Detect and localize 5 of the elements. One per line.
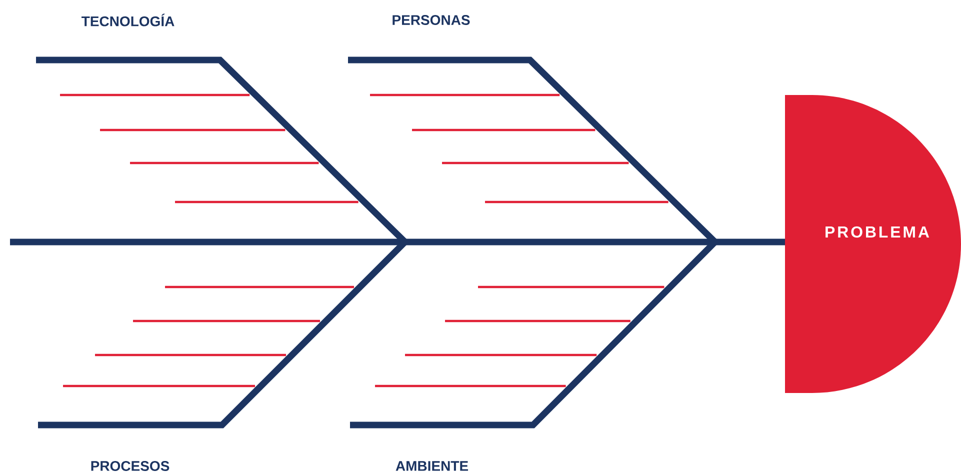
category-label: AMBIENTE <box>396 461 468 471</box>
category-label: PROCESOS <box>91 461 170 471</box>
problem-head: PROBLEMA <box>785 95 961 393</box>
category-label: PERSONAS <box>392 15 470 25</box>
category-label: TECNOLOGÍA <box>82 14 174 26</box>
